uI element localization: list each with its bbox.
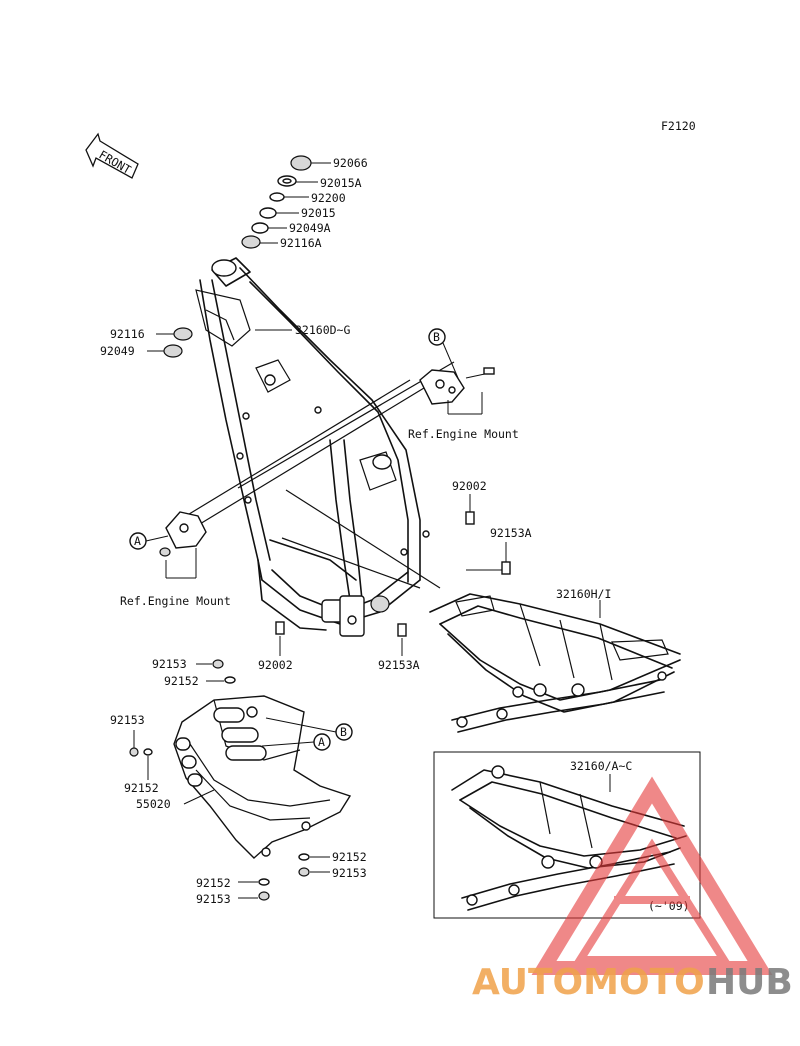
seal-lower-part [163,344,183,358]
label-92153-c: 92153 [332,866,367,880]
automotohub-wordmark: AUTOMOTO HUB [472,962,793,1003]
callout-guard-a: A [318,735,325,749]
ref-engine-mount-a: Ref.Engine Mount [120,594,231,608]
label-92049a: 92049A [289,221,331,235]
label-32160d-g: 32160D~G [295,323,350,337]
label-92200: 92200 [311,191,346,205]
label-92152-a: 92152 [164,674,199,688]
label-92002-left: 92002 [258,658,293,672]
label-92153a-upper: 92153A [490,526,532,540]
label-92152-c: 92152 [332,850,367,864]
callout-guard-b: B [340,725,347,739]
guard-hardware [129,659,353,901]
seal-upper-part [251,222,269,234]
ref-engine-mount-b: Ref.Engine Mount [408,427,519,441]
cap-part [290,155,312,171]
label-92152-d: 92152 [196,876,231,890]
label-32160-a-c: 32160/A~C [570,759,632,773]
callout-b: B [433,330,440,344]
frame-bolts [275,494,511,656]
subframe-h-i [429,593,681,733]
callout-b-circle [428,328,446,346]
label-92015: 92015 [301,206,336,220]
label-92153-b: 92153 [110,713,145,727]
label-92116a: 92116A [280,236,322,250]
front-arrow-icon: FRONT [85,132,139,179]
automotohub-logo [531,776,773,975]
label-92153-d: 92153 [196,892,231,906]
bolt-92153a-upper [501,561,511,575]
washer-top-part [269,192,285,202]
figure-id: F2120 [661,119,696,133]
label-92066: 92066 [333,156,368,170]
label-92049: 92049 [100,344,135,358]
steering-stem-parts [163,155,312,358]
bearing-upper-part [241,235,261,249]
bearing-lower-part [173,327,193,341]
label-32160h-i: 32160H/I [556,587,611,601]
watermark-brand-part1: AUTOMOTO [472,962,705,1003]
watermark-brand-part2: HUB [706,962,793,1003]
label-92153a-lower: 92153A [378,658,420,672]
label-92015a: 92015A [320,176,362,190]
label-55020: 55020 [136,797,171,811]
label-92152-b: 92152 [124,781,159,795]
label-92116: 92116 [110,327,145,341]
leader-lines [147,162,331,352]
engine-mount-a [129,511,207,579]
engine-mount-b [419,328,495,415]
bolt-92002-left [275,621,285,635]
inset-box [433,751,701,919]
skid-plate [173,695,352,859]
bolt-92002-right [465,511,475,525]
callout-a: A [134,534,141,548]
label-92002-right: 92002 [452,479,487,493]
label-92153-a: 92153 [152,657,187,671]
main-frame [175,257,455,637]
nut-mid-part [259,207,277,219]
bolt-92153a-lower [397,623,407,637]
